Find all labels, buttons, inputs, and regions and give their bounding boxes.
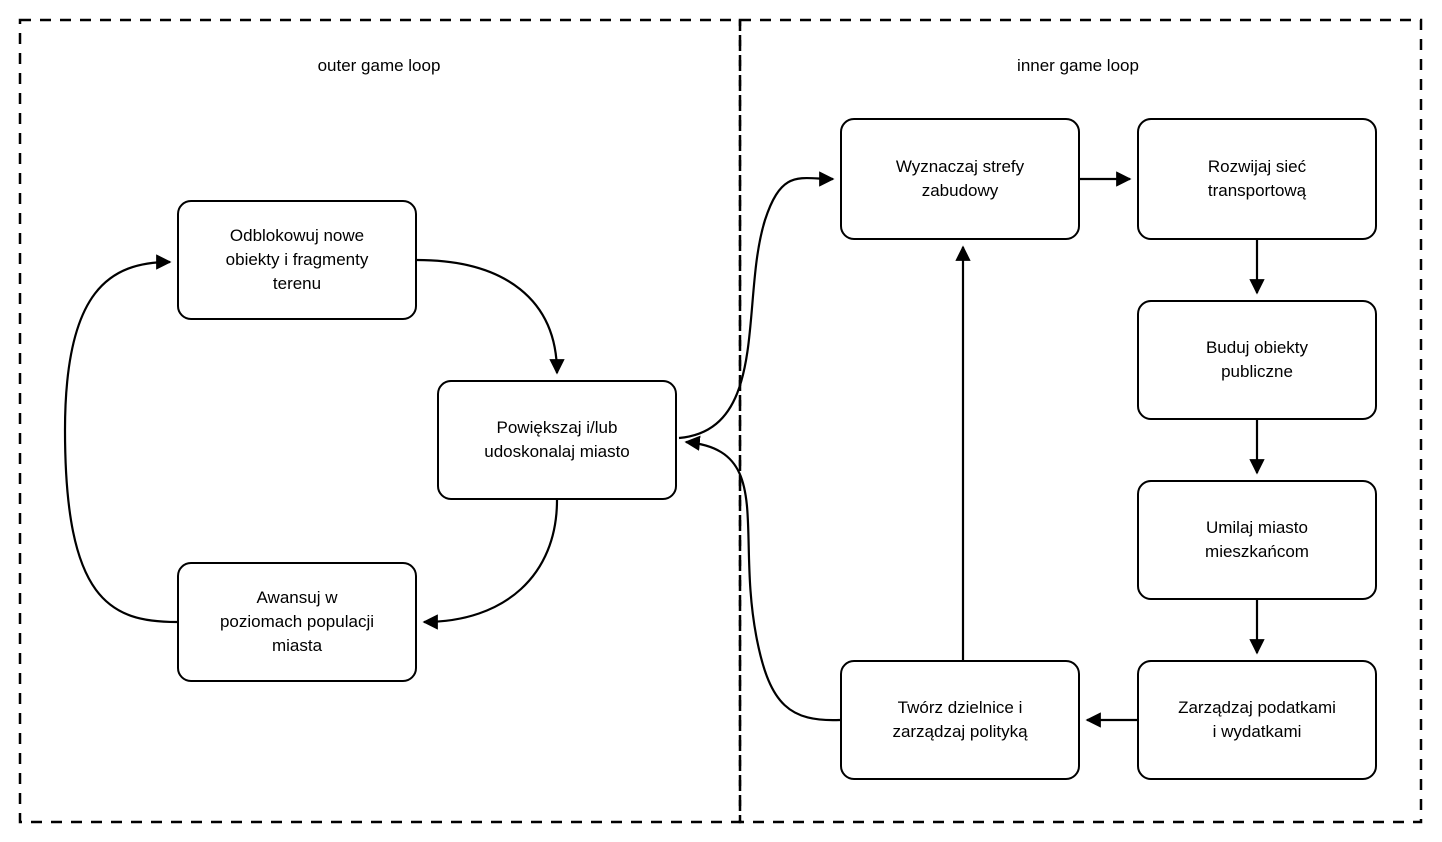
group-frame-inner: [738, 18, 1423, 824]
edge-unlock-to-expand: [416, 258, 565, 375]
edge-advance-to-unlock: [63, 254, 178, 624]
node-wyznaczaj-strefy[interactable]: Wyznaczaj strefy zabudowy: [840, 118, 1080, 240]
node-odblokowuj[interactable]: Odblokowuj nowe obiekty i fragmenty tere…: [177, 200, 417, 320]
node-buduj-obiekty[interactable]: Buduj obiekty publiczne: [1137, 300, 1377, 420]
node-tworz-dzielnice[interactable]: Twórz dzielnice i zarządzaj polityką: [840, 660, 1080, 780]
edge-expand-to-zones: [678, 171, 835, 440]
node-zarzadzaj-podatkami[interactable]: Zarządzaj podatkami i wydatkami: [1137, 660, 1377, 780]
node-powiekszaj[interactable]: Powiększaj i/lub udoskonalaj miasto: [437, 380, 677, 500]
node-umilaj-miasto[interactable]: Umilaj miasto mieszkańcom: [1137, 480, 1377, 600]
node-awansuj[interactable]: Awansuj w poziomach populacji miasta: [177, 562, 417, 682]
group-label-outer: outer game loop: [317, 56, 441, 75]
edge-expand-to-advance: [422, 499, 559, 630]
edge-districts-to-expand: [684, 435, 841, 722]
node-rozwijaj-siec[interactable]: Rozwijaj sieć transportową: [1137, 118, 1377, 240]
group-label-inner: inner game loop: [1017, 56, 1139, 75]
